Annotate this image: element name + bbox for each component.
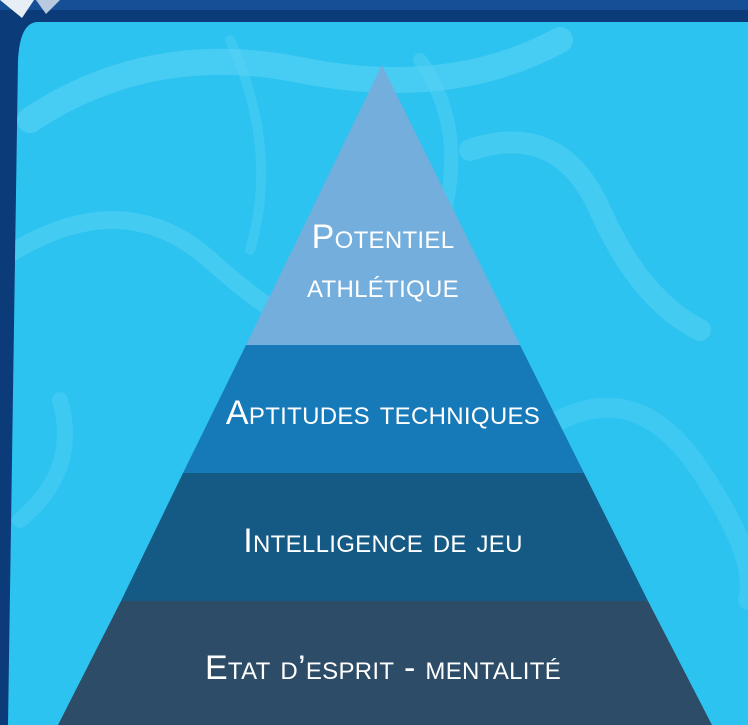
- tier-4-shape: [58, 601, 712, 725]
- tier-2-shape: [183, 345, 584, 473]
- tier-2-label: Aptitudes techniques: [226, 394, 540, 432]
- tier-1-shape: [246, 65, 520, 345]
- tier-1-label-line-1: Potentiel: [312, 218, 455, 256]
- pyramid: [58, 65, 712, 725]
- corner-decoration: [0, 0, 60, 18]
- tier-4-label: Etat d’esprit - mentalité: [205, 649, 561, 687]
- tier-3-shape: [121, 473, 648, 601]
- tier-3-label: Intelligence de jeu: [243, 522, 522, 560]
- frame-highlight: [0, 0, 748, 10]
- tier-1-label-line-2: athlétique: [307, 267, 459, 305]
